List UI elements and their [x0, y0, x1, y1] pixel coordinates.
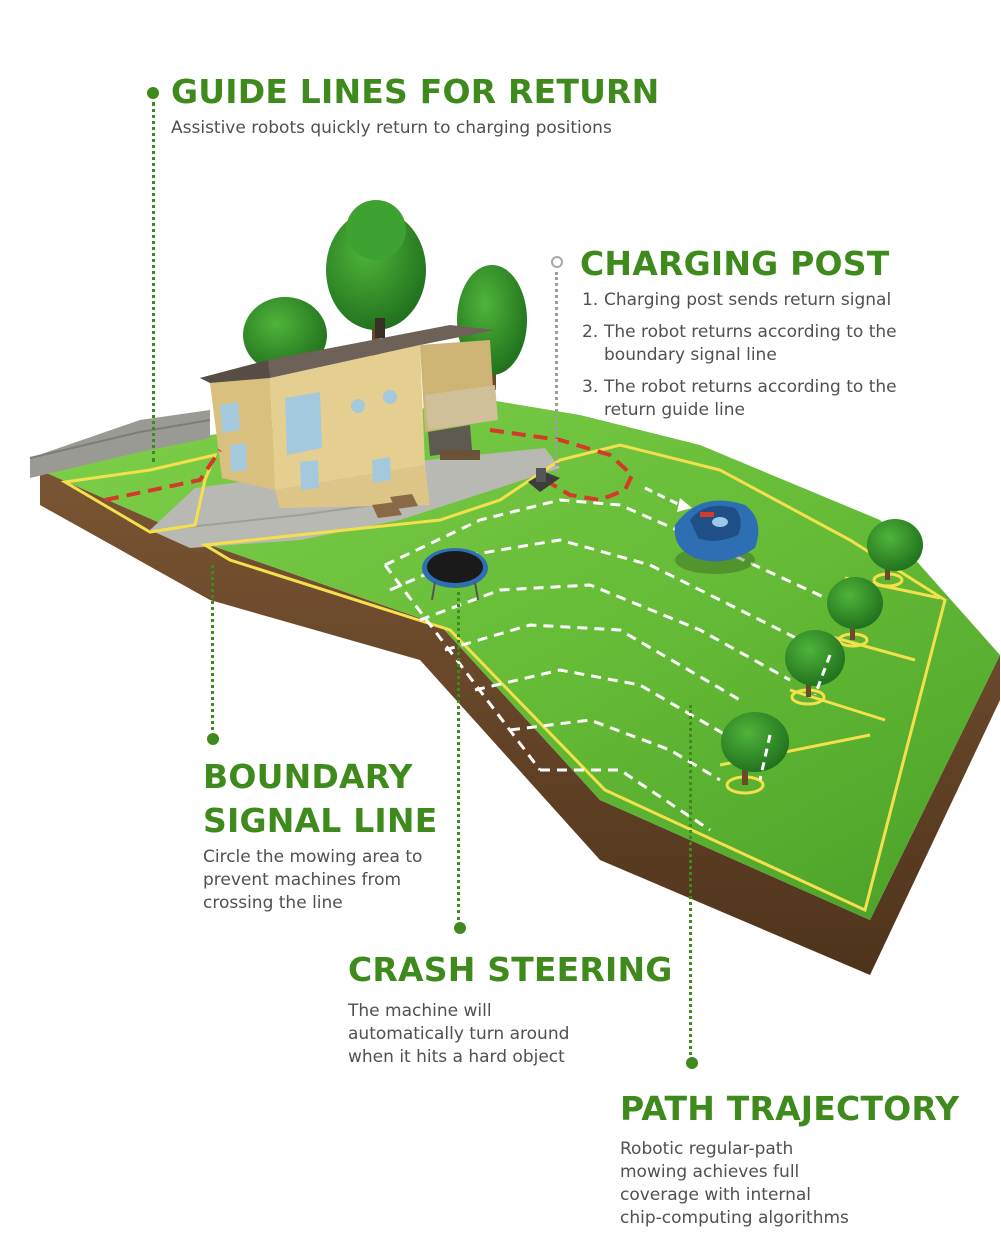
crash-dot — [454, 922, 466, 934]
guide-lines-leader — [152, 102, 155, 462]
crash-title: CRASH STEERING — [348, 950, 673, 989]
charging-post-list: 1. Charging post sends return signal 2. … — [582, 289, 897, 431]
guide-wire — [104, 428, 635, 503]
side-trees — [721, 519, 923, 795]
guide-lines-title: GUIDE LINES FOR RETURN — [171, 72, 660, 111]
charging-station — [528, 468, 560, 492]
path-title: PATH TRAJECTORY — [620, 1089, 960, 1128]
boundary-wire — [60, 443, 947, 913]
charging-post-title: CHARGING POST — [580, 244, 890, 283]
charging-post-dot — [551, 256, 563, 268]
patio-furniture — [372, 450, 480, 518]
guide-lines-desc: Assistive robots quickly return to charg… — [171, 118, 612, 138]
trampoline — [422, 548, 488, 601]
crash-leader — [457, 585, 460, 920]
guide-lines-dot — [147, 87, 159, 99]
charging-post-item-1: 1. Charging post sends return signal — [582, 290, 892, 310]
charging-post-item-3: 3. The robot returns according to the re… — [582, 377, 897, 420]
boundary-dot — [207, 733, 219, 745]
boundary-title: BOUNDARY SIGNAL LINE — [203, 757, 438, 840]
charging-post-item-2: 2. The robot returns according to the bo… — [582, 322, 897, 365]
charging-post-leader — [555, 272, 558, 472]
soil-layer — [40, 470, 1000, 975]
house — [200, 318, 498, 508]
boundary-leader — [211, 565, 214, 730]
path-leader — [689, 705, 692, 1055]
boundary-desc: Circle the mowing area to prevent machin… — [203, 847, 423, 913]
crash-desc: The machine will automatically turn arou… — [348, 1001, 570, 1067]
path-desc: Robotic regular-path mowing achieves ful… — [620, 1139, 849, 1228]
path-dot — [686, 1057, 698, 1069]
robot-mower — [674, 500, 759, 574]
